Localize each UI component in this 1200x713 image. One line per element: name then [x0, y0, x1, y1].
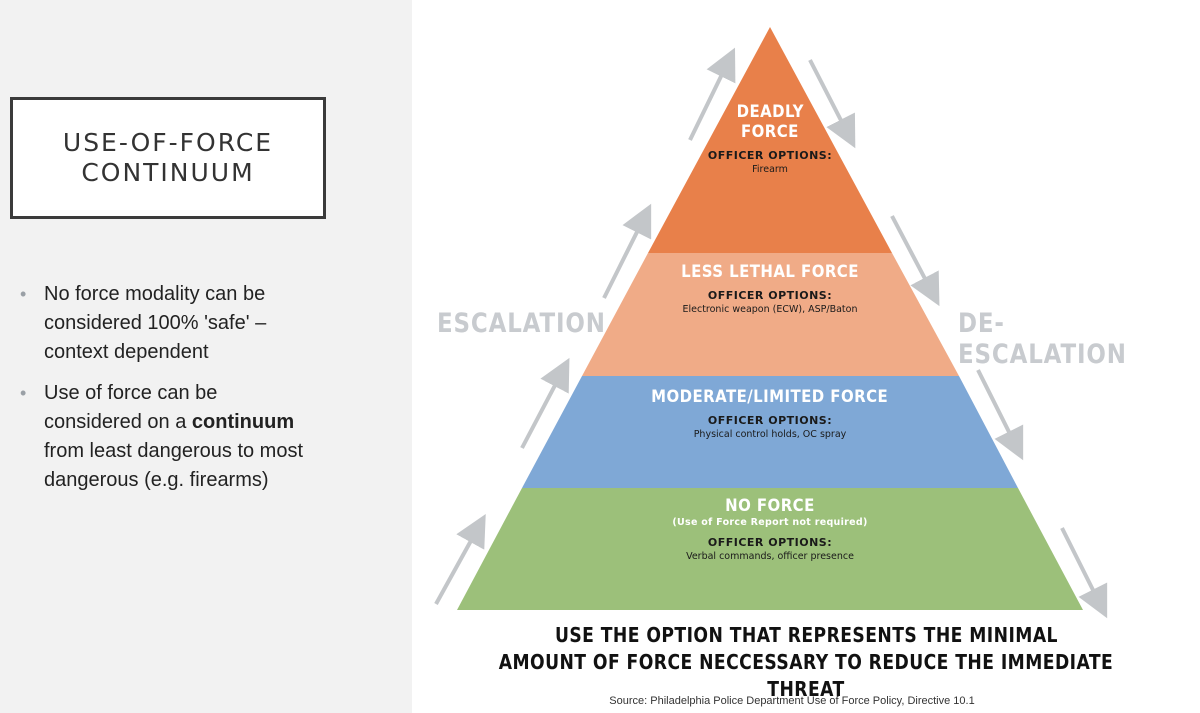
tier-note: (Use of Force Report not required)	[672, 517, 868, 528]
tier-moderate-text: MODERATE/LIMITED FORCE OFFICER OPTIONS: …	[620, 387, 920, 441]
de-escalation-arrow-icon	[1060, 527, 1108, 619]
caption-line1: USE THE OPTION THAT REPRESENTS THE MINIM…	[554, 623, 1058, 647]
bullet-item: • No force modality can be considered 10…	[18, 280, 318, 367]
tier-deadly-force-text: DEADLY FORCE OFFICER OPTIONS: Firearm	[670, 102, 870, 176]
tier-options: Electronic weapon (ECW), ASP/Baton	[682, 304, 858, 315]
slide-title-box: USE-OF-FORCE CONTINUUM	[10, 97, 326, 219]
escalation-label: ESCALATION	[437, 308, 606, 339]
tier-no-force	[457, 488, 1083, 610]
slide-title-line2: CONTINUUM	[81, 158, 255, 187]
source-citation: Source: Philadelphia Police Department U…	[609, 695, 975, 707]
caption-line2: AMOUNT OF FORCE NECCESSARY TO REDUCE THE…	[498, 650, 1114, 701]
officer-options-label: OFFICER OPTIONS:	[707, 289, 833, 302]
bullet-text-pre: Use of force can be considered on a	[44, 382, 218, 433]
diagram-caption: USE THE OPTION THAT REPRESENTS THE MINIM…	[412, 622, 1200, 703]
bullet-list: • No force modality can be considered 10…	[18, 280, 318, 507]
de-escalation-arrow-icon	[976, 369, 1024, 461]
bullet-text-bold: continuum	[191, 411, 295, 433]
escalation-arrow-icon	[602, 203, 652, 299]
officer-options-label: OFFICER OPTIONS:	[707, 536, 833, 549]
bullet-dot-icon: •	[20, 383, 27, 403]
escalation-arrow-icon	[520, 357, 570, 449]
tier-less-lethal-text: LESS LETHAL FORCE OFFICER OPTIONS: Elect…	[620, 262, 920, 316]
officer-options-label: OFFICER OPTIONS:	[707, 149, 833, 162]
de-escalation-arrow-icon	[890, 215, 940, 307]
de-escalation-arrow-icon	[808, 59, 856, 149]
escalation-arrow-icon	[688, 47, 736, 141]
tier-title: NO FORCE	[725, 496, 815, 516]
de-escalation-label: DE-ESCALATION	[958, 308, 1127, 370]
bullet-dot-icon: •	[20, 284, 27, 304]
tier-options: Physical control holds, OC spray	[693, 429, 847, 440]
tier-options: Firearm	[752, 164, 788, 175]
tier-title: MODERATE/LIMITED FORCE	[651, 387, 889, 407]
tier-title: DEADLY	[736, 102, 804, 122]
tier-options: Verbal commands, officer presence	[686, 551, 854, 562]
tier-title: LESS LETHAL FORCE	[681, 262, 859, 282]
escalation-arrow-icon	[434, 513, 486, 605]
officer-options-label: OFFICER OPTIONS:	[707, 414, 833, 427]
tier-no-force-text: NO FORCE (Use of Force Report not requir…	[620, 496, 920, 563]
slide-title-line1: USE-OF-FORCE	[62, 128, 274, 157]
tier-deadly-force	[648, 27, 892, 253]
tier-moderate-force	[522, 376, 1018, 488]
tier-less-lethal-force	[582, 253, 959, 376]
bullet-text-post: from least dangerous to most dangerous (…	[44, 440, 304, 491]
bullet-item: • Use of force can be considered on a co…	[18, 379, 318, 495]
left-panel: USE-OF-FORCE CONTINUUM • No force modali…	[0, 0, 412, 713]
bullet-text: No force modality can be considered 100%…	[44, 283, 267, 363]
tier-title: FORCE	[741, 122, 799, 142]
pyramid-diagram	[434, 27, 1108, 619]
